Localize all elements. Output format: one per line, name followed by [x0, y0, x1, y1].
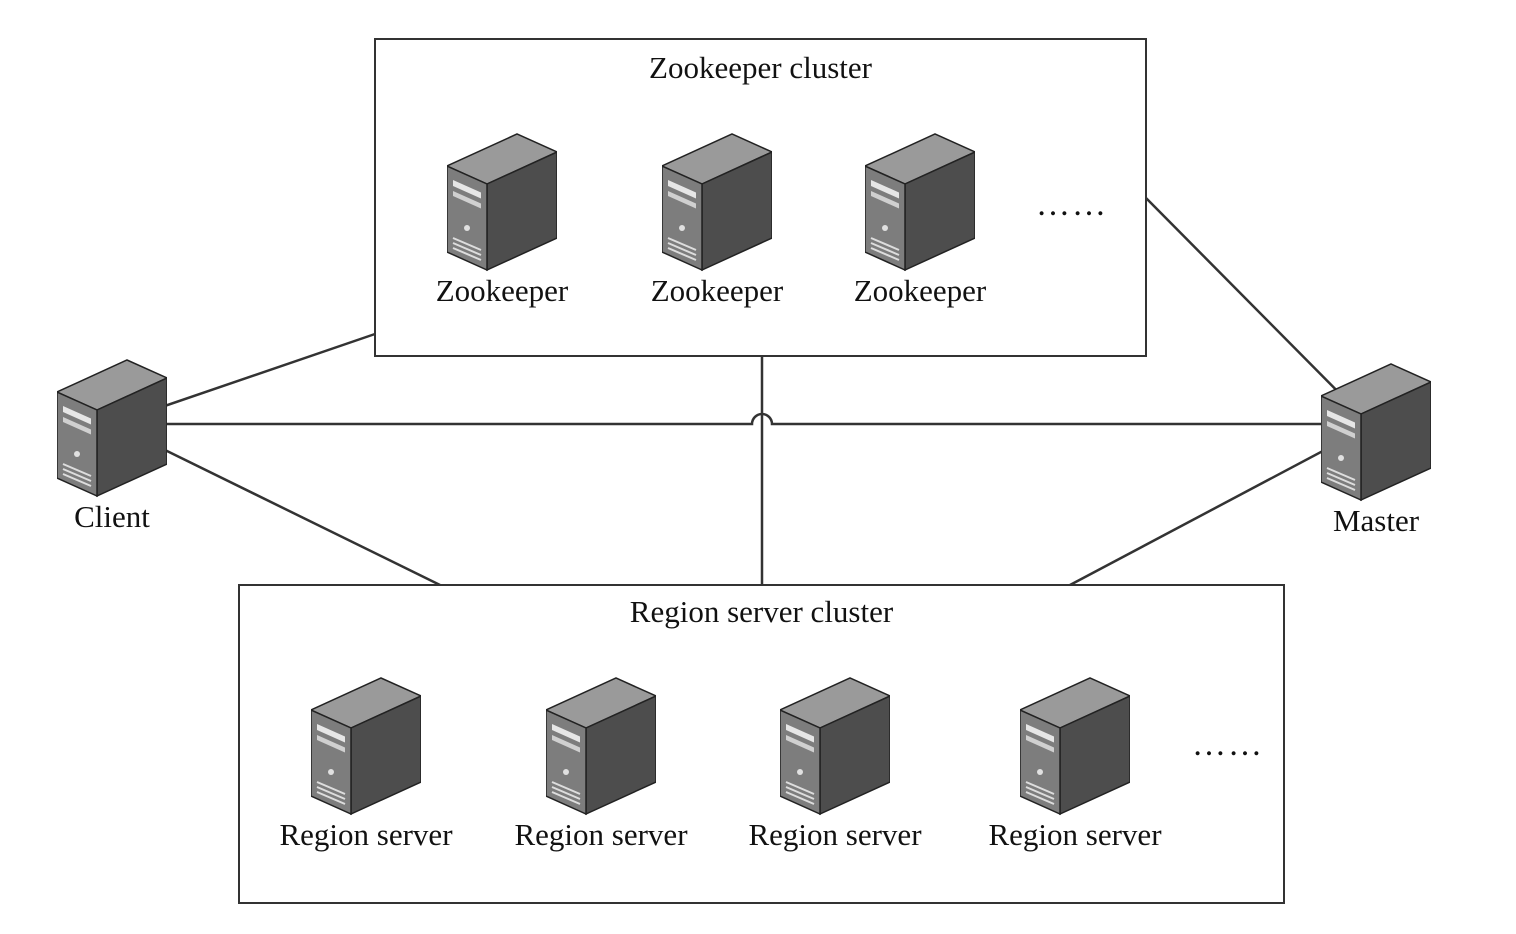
zookeeper-node: Zookeeper [820, 128, 1020, 309]
server-tower-icon [311, 677, 421, 816]
zookeeper-node: Zookeeper [402, 128, 602, 309]
server-tower-icon [447, 133, 557, 272]
region-server-node: Region server [735, 672, 935, 853]
zookeeper-cluster-title: Zookeeper cluster [649, 50, 872, 85]
server-tower-icon [662, 133, 772, 272]
server-tower-icon [1321, 363, 1431, 502]
zookeeper-node: Zookeeper [617, 128, 817, 309]
zookeeper-node-label: Zookeeper [650, 273, 784, 308]
server-tower-icon [865, 133, 975, 272]
region-server-node: Region server [501, 672, 701, 853]
client-label: Client [74, 499, 150, 534]
master-node: Master [1276, 358, 1476, 539]
region-server-node-label: Region server [514, 817, 688, 852]
client-node: Client [12, 354, 212, 535]
zookeeper-more-ellipsis: …… [1036, 186, 1108, 223]
region-server-cluster-title: Region server cluster [629, 594, 894, 629]
region-server-node: Region server [975, 672, 1175, 853]
regionserver-master-link [1069, 424, 1371, 587]
zookeeper-node-label: Zookeeper [853, 273, 987, 308]
region-server-node: Region server [266, 672, 466, 853]
server-tower-icon [780, 677, 890, 816]
master-label: Master [1332, 503, 1420, 538]
server-tower-icon [1020, 677, 1130, 816]
region-server-node-label: Region server [279, 817, 453, 852]
client-master-link [112, 412, 1372, 426]
region-server-node-label: Region server [748, 817, 922, 852]
region-server-more-ellipsis: …… [1192, 726, 1264, 763]
zookeeper-master-link [1145, 197, 1369, 423]
zookeeper-node-label: Zookeeper [435, 273, 569, 308]
server-tower-icon [546, 677, 656, 816]
region-server-node-label: Region server [988, 817, 1162, 852]
server-tower-icon [57, 359, 167, 498]
